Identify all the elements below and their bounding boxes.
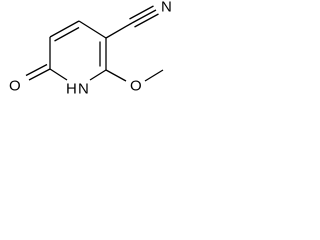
nitrile-nitrogen-label: N [161, 0, 172, 16]
bond-c-n-triple-3 [134, 13, 159, 28]
bond-c4-c5 [49, 20, 80, 38]
bond-c3-cn [105, 22, 133, 39]
bond-c6-o-second [25, 63, 48, 77]
molecule-structure: N O H N O [9, 0, 172, 98]
carbonyl-oxygen-label: O [9, 78, 21, 95]
ring-hydrogen-label: H [66, 81, 77, 98]
bond-c-n-triple-1 [131, 9, 157, 24]
bond-c-n-triple-2 [129, 5, 154, 20]
bond-n1-c2 [89, 69, 107, 81]
methoxy-oxygen-label: O [130, 78, 142, 95]
ring-nitrogen-label: N [78, 81, 89, 98]
bond-c3-c4 [78, 20, 107, 39]
bond-c4-c5-inner [54, 26, 80, 42]
bond-c2-omethoxy [105, 69, 127, 82]
bond-omethoxy-ch3 [144, 69, 164, 82]
bond-c6-n1 [49, 68, 68, 81]
bond-c6-o [28, 68, 51, 81]
